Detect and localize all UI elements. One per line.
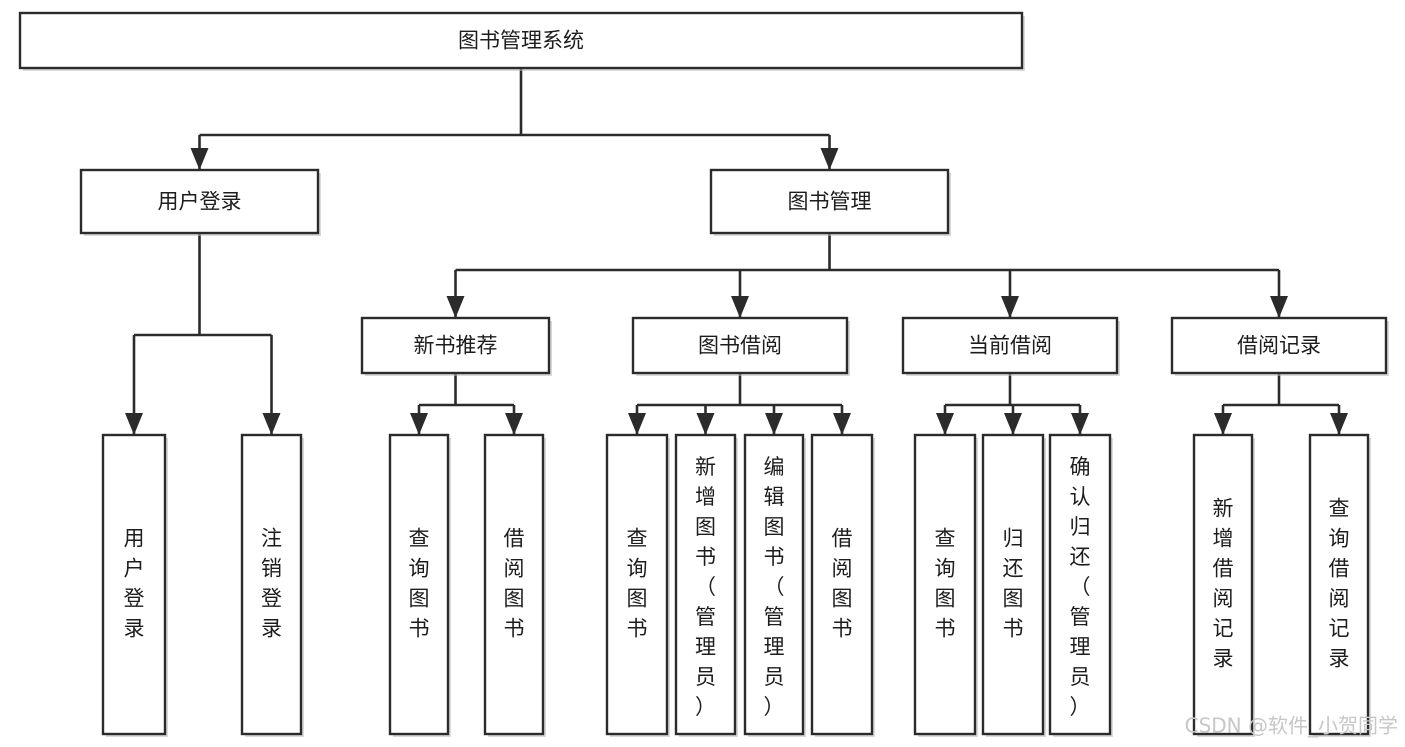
node-label: 确认归还（管理员） bbox=[1070, 455, 1091, 719]
node-label: 新书推荐 bbox=[414, 334, 498, 358]
arrow-head-icon bbox=[125, 413, 143, 435]
arrow-head-icon bbox=[505, 413, 523, 435]
node-borrow-record[interactable]: 借阅记录 bbox=[1170, 316, 1389, 376]
node-root[interactable]: 图书管理系统 bbox=[18, 11, 1025, 71]
node-label: 用户登录 bbox=[158, 190, 242, 214]
arrow-head-icon bbox=[262, 413, 281, 435]
node-book-management[interactable]: 图书管理 bbox=[709, 168, 951, 236]
node-book-borrow[interactable]: 图书借阅 bbox=[631, 316, 850, 376]
csdn-watermark: CSDN @软件_小贺同学 bbox=[1185, 714, 1398, 738]
arrow-head-icon bbox=[628, 413, 646, 435]
node-new-book-recommend[interactable]: 新书推荐 bbox=[360, 316, 552, 376]
node-label: 图书借阅 bbox=[698, 334, 782, 358]
node-label: 新增借阅记录 bbox=[1213, 497, 1234, 671]
arrow-head-icon bbox=[696, 413, 715, 435]
node-current-borrow[interactable]: 当前借阅 bbox=[901, 316, 1120, 376]
node-label: 图书管理系统 bbox=[458, 29, 584, 53]
connectors-layer bbox=[125, 68, 1348, 435]
node-label: 借阅图书 bbox=[504, 527, 525, 641]
node-edit-book-admin[interactable]: 编辑图书（管理员） bbox=[743, 433, 806, 737]
node-label: 图书管理 bbox=[788, 190, 872, 214]
node-user-logout[interactable]: 注销登录 bbox=[240, 433, 304, 737]
node-label: 当前借阅 bbox=[968, 334, 1052, 358]
node-label: 用户登录 bbox=[124, 527, 145, 641]
node-label: 查询图书 bbox=[409, 527, 430, 641]
node-label: 借阅图书 bbox=[832, 527, 853, 641]
arrow-head-icon bbox=[731, 296, 749, 318]
node-query-book-3[interactable]: 查询图书 bbox=[913, 433, 978, 737]
node-query-borrow-record[interactable]: 查询借阅记录 bbox=[1308, 433, 1371, 737]
node-confirm-return-admin[interactable]: 确认归还（管理员） bbox=[1048, 433, 1113, 737]
node-user-login[interactable]: 用户登录 bbox=[79, 168, 321, 236]
arrow-head-icon bbox=[820, 148, 839, 170]
node-borrow-book-1[interactable]: 借阅图书 bbox=[483, 433, 546, 737]
node-add-borrow-record[interactable]: 新增借阅记录 bbox=[1192, 433, 1255, 737]
arrow-head-icon bbox=[1004, 413, 1022, 435]
node-label: 借阅记录 bbox=[1237, 334, 1321, 358]
node-label: 新增图书（管理员） bbox=[695, 455, 716, 719]
node-query-book-1[interactable]: 查询图书 bbox=[388, 433, 451, 737]
node-label: 注销登录 bbox=[261, 527, 282, 641]
arrow-head-icon bbox=[446, 296, 465, 318]
node-add-book-admin[interactable]: 新增图书（管理员） bbox=[674, 433, 738, 737]
arrow-head-icon bbox=[1330, 413, 1348, 435]
arrow-head-icon bbox=[1270, 296, 1288, 318]
node-return-book[interactable]: 归还图书 bbox=[981, 433, 1046, 737]
arrow-head-icon bbox=[410, 413, 428, 435]
arrow-head-icon bbox=[1071, 413, 1089, 435]
node-label: 编辑图书（管理员） bbox=[764, 455, 785, 719]
arrow-head-icon bbox=[833, 413, 851, 435]
nodes-layer: 图书管理系统用户登录用户登录注销登录图书管理新书推荐查询图书借阅图书图书借阅查询… bbox=[18, 11, 1389, 737]
node-borrow-book-2[interactable]: 借阅图书 bbox=[810, 433, 875, 737]
arrow-head-icon bbox=[1214, 413, 1232, 435]
node-user-login-do[interactable]: 用户登录 bbox=[101, 433, 168, 737]
arrow-head-icon bbox=[936, 413, 954, 435]
arrow-head-icon bbox=[1001, 296, 1019, 318]
node-label: 查询图书 bbox=[935, 527, 956, 641]
node-label: 归还图书 bbox=[1003, 527, 1024, 641]
arrow-head-icon bbox=[190, 148, 209, 170]
arrow-head-icon bbox=[765, 413, 783, 435]
node-label: 查询借阅记录 bbox=[1329, 497, 1350, 671]
node-query-book-2[interactable]: 查询图书 bbox=[605, 433, 670, 737]
node-label: 查询图书 bbox=[627, 527, 648, 641]
